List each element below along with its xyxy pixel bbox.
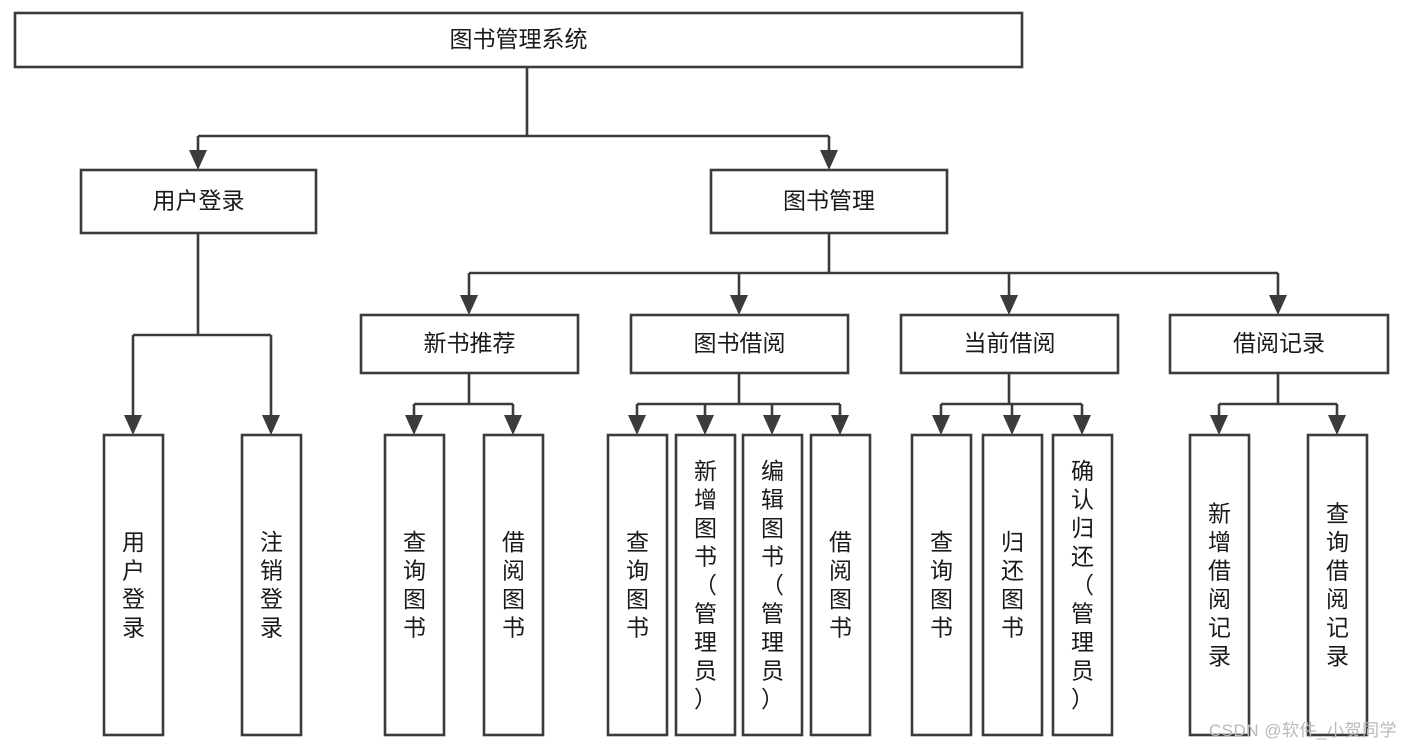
node-label-root: 图书管理系统 — [450, 26, 588, 52]
node-book-manage[interactable]: 图书管理 — [709, 168, 949, 235]
node-label-leaf-edit-book-admin: 编辑图书（管理员） — [761, 458, 784, 712]
arrow-head-icon — [831, 415, 849, 435]
node-label-book-borrow: 图书借阅 — [694, 330, 786, 356]
node-box-leaf-query-book-2[interactable] — [606, 433, 669, 737]
node-box-user-login[interactable] — [79, 168, 318, 235]
node-label-leaf-add-book-admin: 新增图书（管理员） — [694, 458, 717, 712]
node-box-leaf-add-borrow-record[interactable] — [1188, 433, 1251, 737]
node-label-leaf-query-book-2: 查询图书 — [626, 529, 649, 641]
node-leaf-query-borrow-record[interactable]: 查询借阅记录 — [1306, 433, 1369, 737]
arrow-head-icon — [504, 415, 522, 435]
node-label-leaf-query-borrow-record: 查询借阅记录 — [1326, 501, 1349, 670]
arrow-head-icon — [1328, 415, 1346, 435]
arrow-head-icon — [730, 295, 748, 315]
node-box-book-manage[interactable] — [709, 168, 949, 235]
arrow-head-icon — [1073, 415, 1091, 435]
node-box-leaf-query-book-3[interactable] — [910, 433, 973, 737]
node-book-borrow[interactable]: 图书借阅 — [629, 313, 850, 375]
connector-user-login — [124, 233, 280, 435]
node-box-leaf-borrow-book-1[interactable] — [482, 433, 545, 737]
arrow-head-icon — [124, 415, 142, 435]
node-root[interactable]: 图书管理系统 — [13, 11, 1024, 69]
arrow-head-icon — [1003, 415, 1021, 435]
node-new-book-recommend[interactable]: 新书推荐 — [359, 313, 580, 375]
node-label-leaf-borrow-book-2: 借阅图书 — [829, 529, 852, 641]
arrow-head-icon — [932, 415, 950, 435]
node-label-book-manage: 图书管理 — [783, 188, 875, 214]
node-label-leaf-logout: 注销登录 — [260, 529, 283, 641]
node-leaf-borrow-book-1[interactable]: 借阅图书 — [482, 433, 545, 737]
node-current-borrow[interactable]: 当前借阅 — [899, 313, 1120, 375]
watermark-text: CSDN @软件_小贺同学 — [1208, 721, 1397, 740]
node-label-new-book-recommend: 新书推荐 — [424, 330, 516, 356]
arrow-head-icon — [1210, 415, 1228, 435]
node-label-leaf-user-login: 用户登录 — [122, 529, 145, 641]
node-leaf-return-book[interactable]: 归还图书 — [981, 433, 1044, 737]
arrow-head-icon — [820, 150, 838, 170]
arrow-head-icon — [460, 295, 478, 315]
node-label-leaf-query-book-1: 查询图书 — [403, 529, 426, 641]
arrow-head-icon — [763, 415, 781, 435]
arrow-head-icon — [628, 415, 646, 435]
node-box-leaf-confirm-return-admin[interactable] — [1051, 433, 1114, 737]
node-leaf-logout[interactable]: 注销登录 — [240, 433, 303, 737]
node-box-book-borrow[interactable] — [629, 313, 850, 375]
connector-current-borrow — [932, 373, 1091, 435]
node-box-leaf-user-login[interactable] — [102, 433, 165, 737]
node-box-leaf-edit-book-admin[interactable] — [741, 433, 804, 737]
node-leaf-confirm-return-admin[interactable]: 确认归还（管理员） — [1051, 433, 1114, 737]
node-leaf-add-borrow-record[interactable]: 新增借阅记录 — [1188, 433, 1251, 737]
node-leaf-add-book-admin[interactable]: 新增图书（管理员） — [674, 433, 737, 737]
arrow-head-icon — [405, 415, 423, 435]
node-leaf-query-book-1[interactable]: 查询图书 — [383, 433, 446, 737]
arrow-head-icon — [1000, 295, 1018, 315]
node-leaf-user-login[interactable]: 用户登录 — [102, 433, 165, 737]
node-label-user-login: 用户登录 — [153, 188, 245, 214]
node-leaf-edit-book-admin[interactable]: 编辑图书（管理员） — [741, 433, 804, 737]
node-box-leaf-query-borrow-record[interactable] — [1306, 433, 1369, 737]
node-borrow-record[interactable]: 借阅记录 — [1168, 313, 1390, 375]
node-label-leaf-return-book: 归还图书 — [1001, 529, 1024, 641]
node-box-new-book-recommend[interactable] — [359, 313, 580, 375]
arrow-head-icon — [696, 415, 714, 435]
node-label-leaf-borrow-book-1: 借阅图书 — [502, 529, 525, 641]
connector-root — [189, 67, 838, 170]
arrow-head-icon — [262, 415, 280, 435]
connector-book-manage — [460, 233, 1287, 315]
node-label-leaf-add-borrow-record: 新增借阅记录 — [1208, 501, 1231, 670]
node-leaf-query-book-3[interactable]: 查询图书 — [910, 433, 973, 737]
node-label-leaf-query-book-3: 查询图书 — [930, 529, 953, 641]
node-box-root[interactable] — [13, 11, 1024, 69]
connector-borrow-record — [1210, 373, 1346, 435]
node-label-current-borrow: 当前借阅 — [964, 330, 1056, 356]
node-box-current-borrow[interactable] — [899, 313, 1120, 375]
node-box-borrow-record[interactable] — [1168, 313, 1390, 375]
node-label-leaf-confirm-return-admin: 确认归还（管理员） — [1071, 458, 1094, 712]
node-box-leaf-borrow-book-2[interactable] — [809, 433, 872, 737]
node-leaf-borrow-book-2[interactable]: 借阅图书 — [809, 433, 872, 737]
arrow-head-icon — [189, 150, 207, 170]
node-leaf-query-book-2[interactable]: 查询图书 — [606, 433, 669, 737]
connector-book-borrow — [628, 373, 849, 435]
arrow-head-icon — [1269, 295, 1287, 315]
node-label-borrow-record: 借阅记录 — [1233, 330, 1325, 356]
node-box-leaf-return-book[interactable] — [981, 433, 1044, 737]
connector-layer — [124, 67, 1346, 435]
node-box-leaf-add-book-admin[interactable] — [674, 433, 737, 737]
connector-new-book-recommend — [405, 373, 522, 435]
node-box-leaf-query-book-1[interactable] — [383, 433, 446, 737]
node-user-login[interactable]: 用户登录 — [79, 168, 318, 235]
node-box-leaf-logout[interactable] — [240, 433, 303, 737]
